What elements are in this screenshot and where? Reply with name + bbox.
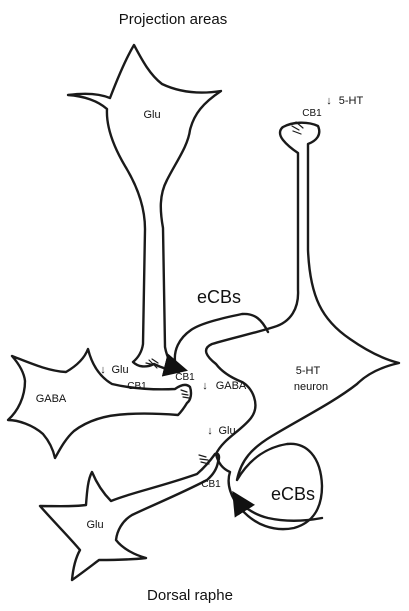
effect-glu-left-label: Glu bbox=[111, 364, 128, 376]
raphe-glu-label: Glu bbox=[86, 519, 103, 531]
serotonin-neuron: 5-HT neuron bbox=[204, 121, 401, 531]
gaba-label: GABA bbox=[36, 393, 67, 405]
ecbs-upper-label: eCBs bbox=[197, 287, 241, 307]
effect-glu-lower-label: Glu bbox=[218, 425, 235, 437]
cb1-bottom-label: CB1 bbox=[201, 479, 221, 490]
effect-glu-lower: ↓ Glu bbox=[207, 425, 235, 437]
effect-top-right-label: 5-HT bbox=[339, 95, 364, 107]
raphe-glu-neuron: Glu bbox=[38, 452, 221, 582]
effect-gaba-label: GABA bbox=[216, 380, 247, 392]
serotonin-label-line1: 5-HT bbox=[296, 365, 321, 377]
effect-gaba: ↓ GABA bbox=[202, 380, 247, 392]
effect-glu-lower-arrow: ↓ bbox=[207, 425, 213, 437]
ecbs-lower-label: eCBs bbox=[271, 484, 315, 504]
lower-ecb-pathway: eCBs bbox=[232, 484, 324, 522]
cb1-top-right-label: CB1 bbox=[302, 108, 322, 119]
effect-top-right: ↓ 5-HT bbox=[326, 95, 363, 107]
effect-top-right-arrow: ↓ bbox=[326, 95, 332, 107]
projection-glu-neuron: Glu bbox=[66, 43, 223, 374]
serotonin-label-line2: neuron bbox=[294, 381, 328, 393]
effect-gaba-arrow: ↓ bbox=[202, 380, 208, 392]
synaptic-contacts bbox=[145, 121, 304, 465]
effect-glu-left-arrow: ↓ bbox=[100, 364, 106, 376]
cb1-glu-right-label: CB1 bbox=[175, 372, 195, 383]
cb1-glu-left-label: CB1 bbox=[127, 381, 147, 392]
region-title-top: Projection areas bbox=[119, 11, 227, 28]
region-title-bottom: Dorsal raphe bbox=[147, 587, 233, 604]
upper-ecb-pathway: eCBs bbox=[161, 287, 270, 377]
gaba-neuron: GABA bbox=[6, 347, 193, 460]
effect-glu-left: ↓ Glu bbox=[100, 364, 128, 376]
projection-glu-label: Glu bbox=[143, 109, 160, 121]
